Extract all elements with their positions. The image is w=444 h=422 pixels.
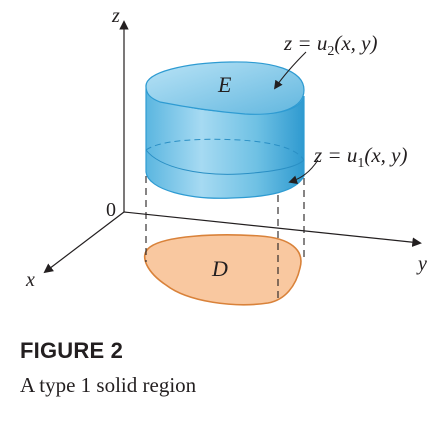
solid-region-label: E [217,72,232,97]
figure-caption-title: FIGURE 2 [20,338,124,363]
leader-arrow-u2 [273,51,307,90]
y-axis [123,211,422,247]
lower-surface-equation: z = u1(x, y) [313,143,407,171]
upper-surface-equation: z = u2(x, y) [283,31,377,59]
base-region-label: D [211,256,228,281]
figure-caption-text: A type 1 solid region [20,373,197,397]
leader-arrow-u1 [288,159,319,184]
y-axis-label: y [416,253,427,275]
lower-surface-u1-front [145,149,305,175]
lower-surface-u1-back [145,138,305,161]
type-1-solid-region-diagram: z y x 0 E D z = u2(x, y) z = u1(x, y) [25,5,427,306]
base-region-d [144,234,302,306]
x-axis [43,211,125,274]
origin-label: 0 [106,199,116,221]
z-axis-label: z [111,5,120,27]
x-axis-label: x [25,269,35,291]
upper-surface-u2 [145,61,305,115]
